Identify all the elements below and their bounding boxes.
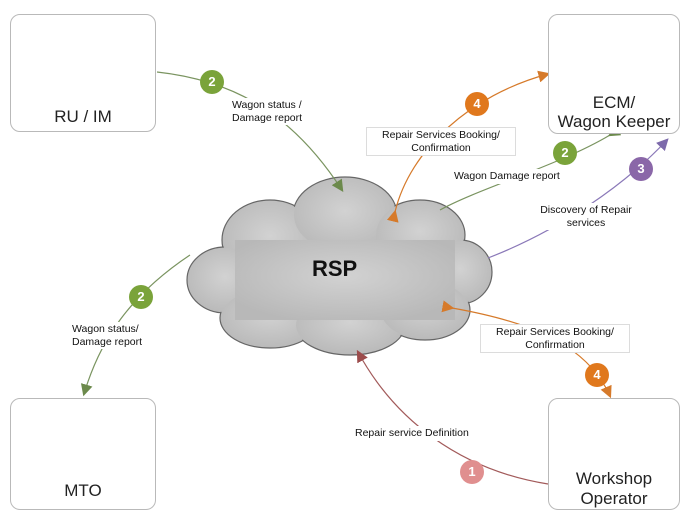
label-ru-status-line2: Damage report [232, 111, 303, 124]
node-workshop: Workshop Operator [548, 398, 680, 510]
label-ws-definition: Repair service Definition [353, 426, 471, 441]
edge-ws-to-rsp-definition [356, 349, 549, 485]
label-ecm-booking-line2: Confirmation [411, 141, 471, 154]
label-ws-booking-line2: Confirmation [525, 338, 585, 351]
label-ru-status: Wagon status / Damage report [230, 98, 305, 126]
label-mto-status-line1: Wagon status/ [72, 323, 139, 335]
badge-ru-im: 2 [200, 70, 224, 94]
rsp-title: RSP [312, 256, 358, 281]
badge-ws-booking: 4 [585, 363, 609, 387]
node-ru-im: RU / IM [10, 14, 156, 132]
badge-ecm-booking: 4 [465, 92, 489, 116]
node-ecm-label-line1: ECM/ [592, 93, 636, 112]
badge-mto: 2 [129, 285, 153, 309]
node-ecm: ECM/ Wagon Keeper [548, 14, 680, 134]
label-ecm-booking: Repair Services Booking/ Confirmation [366, 127, 516, 157]
label-mto-status: Wagon status/ Damage report [70, 322, 145, 350]
node-workshop-label-line1: Workshop [575, 469, 653, 488]
label-ecm-booking-line1: Repair Services Booking/ [382, 129, 500, 141]
node-ecm-label-line2: Wagon Keeper [557, 112, 671, 131]
edge-ru-to-rsp [156, 71, 344, 193]
label-ru-status-line1: Wagon status / [232, 99, 302, 111]
node-mto-label: MTO [64, 481, 102, 500]
label-ecm-discovery-line2: services [566, 216, 606, 229]
badge-ecm-damage: 2 [553, 141, 577, 165]
label-ecm-discovery-line1: Discovery of Repair [540, 204, 632, 216]
edge-rsp-to-mto [80, 254, 191, 397]
badge-ecm-discovery: 3 [629, 157, 653, 181]
label-ws-booking-line1: Repair Services Booking/ [496, 326, 614, 338]
badge-ws-definition: 1 [460, 460, 484, 484]
label-ecm-damage: Wagon Damage report [452, 169, 562, 184]
label-ecm-discovery: Discovery of Repair services [524, 203, 648, 231]
label-ws-booking: Repair Services Booking/ Confirmation [480, 324, 630, 354]
node-ru-im-label: RU / IM [54, 107, 112, 126]
label-mto-status-line2: Damage report [72, 335, 143, 348]
node-mto: MTO [10, 398, 156, 510]
node-workshop-label-line2: Operator [580, 489, 648, 508]
